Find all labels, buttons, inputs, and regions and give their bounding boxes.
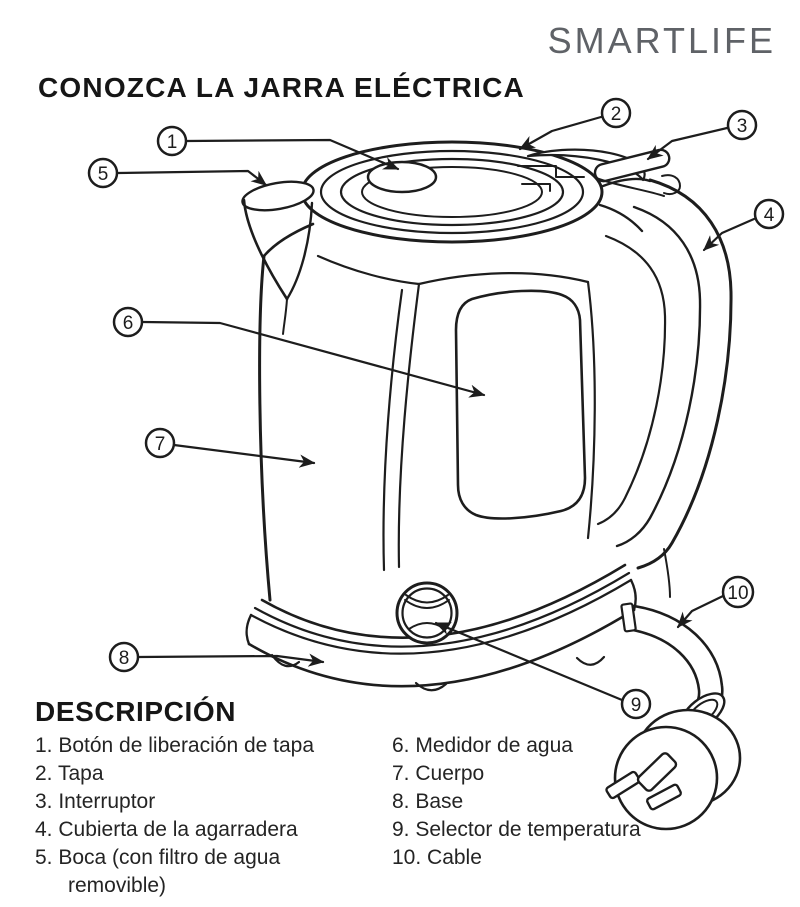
lid-latch	[517, 165, 585, 178]
list-item: 10. Cable	[392, 846, 482, 869]
list-item: 1. Botón de liberación de tapa	[35, 734, 315, 757]
page-title: CONOZCA LA JARRA ELÉCTRICA	[38, 72, 525, 103]
kettle-spout	[241, 180, 315, 335]
svg-text:3: 3	[737, 116, 748, 137]
callout-9: 9	[620, 688, 652, 720]
svg-text:10: 10	[727, 583, 748, 604]
svg-text:2: 2	[611, 104, 622, 125]
list-item: 9. Selector de temperatura	[392, 818, 641, 841]
svg-text:7: 7	[155, 434, 166, 455]
list-item: 3. Interruptor	[35, 790, 156, 813]
callout-10: 10	[721, 575, 755, 609]
list-item: 2. Tapa	[35, 762, 104, 785]
callout-1: 1	[156, 125, 188, 157]
callout-6: 6	[112, 306, 144, 338]
callout-2: 2	[600, 97, 632, 129]
list-item: 8. Base	[392, 790, 464, 813]
svg-text:1: 1	[167, 132, 178, 153]
callout-4: 4	[753, 198, 785, 230]
svg-text:8: 8	[119, 648, 130, 669]
temperature-dial	[395, 581, 459, 645]
svg-text:4: 4	[764, 205, 775, 226]
callout-badges: 1 2 3 4 5 6 7	[87, 97, 785, 720]
description-list-right: 6. Medidor de agua 7. Cuerpo 8. Base 9. …	[392, 732, 692, 872]
plug-pin	[605, 770, 641, 800]
leader-lines	[116, 115, 756, 702]
description-heading: DESCRIPCIÓN	[35, 696, 237, 727]
plug-pin	[646, 783, 682, 811]
brand-logo: SMARTLIFE	[547, 20, 776, 61]
kettle-body	[258, 222, 596, 602]
callout-7: 7	[144, 427, 176, 459]
list-item: 7. Cuerpo	[392, 762, 485, 785]
svg-text:5: 5	[98, 164, 109, 185]
base-foot	[575, 655, 606, 666]
kettle-handle	[596, 177, 733, 598]
list-item: 4. Cubierta de la agarradera	[35, 818, 298, 841]
base-foot	[270, 653, 301, 668]
description-list-left: 1. Botón de liberación de tapa 2. Tapa 3…	[35, 732, 380, 900]
base-foot	[414, 681, 448, 692]
lid-release-button	[366, 160, 438, 194]
svg-text:6: 6	[123, 313, 134, 334]
power-plug	[605, 708, 742, 831]
cable-grommet	[620, 602, 637, 633]
description-section: DESCRIPCIÓN 1. Botón de liberación de ta…	[35, 696, 795, 897]
plug-pin	[636, 752, 678, 792]
callout-5: 5	[87, 157, 119, 189]
list-item: 6. Medidor de agua	[392, 734, 573, 757]
kettle-base	[245, 563, 637, 692]
list-item: 5. Boca (con filtro de agua removible)	[35, 846, 281, 897]
water-level-window	[454, 289, 587, 520]
callout-8: 8	[108, 641, 140, 673]
kettle-lid	[300, 140, 646, 244]
svg-text:9: 9	[631, 695, 642, 716]
callout-3: 3	[726, 109, 758, 141]
lid-pour-crescent	[526, 148, 646, 182]
